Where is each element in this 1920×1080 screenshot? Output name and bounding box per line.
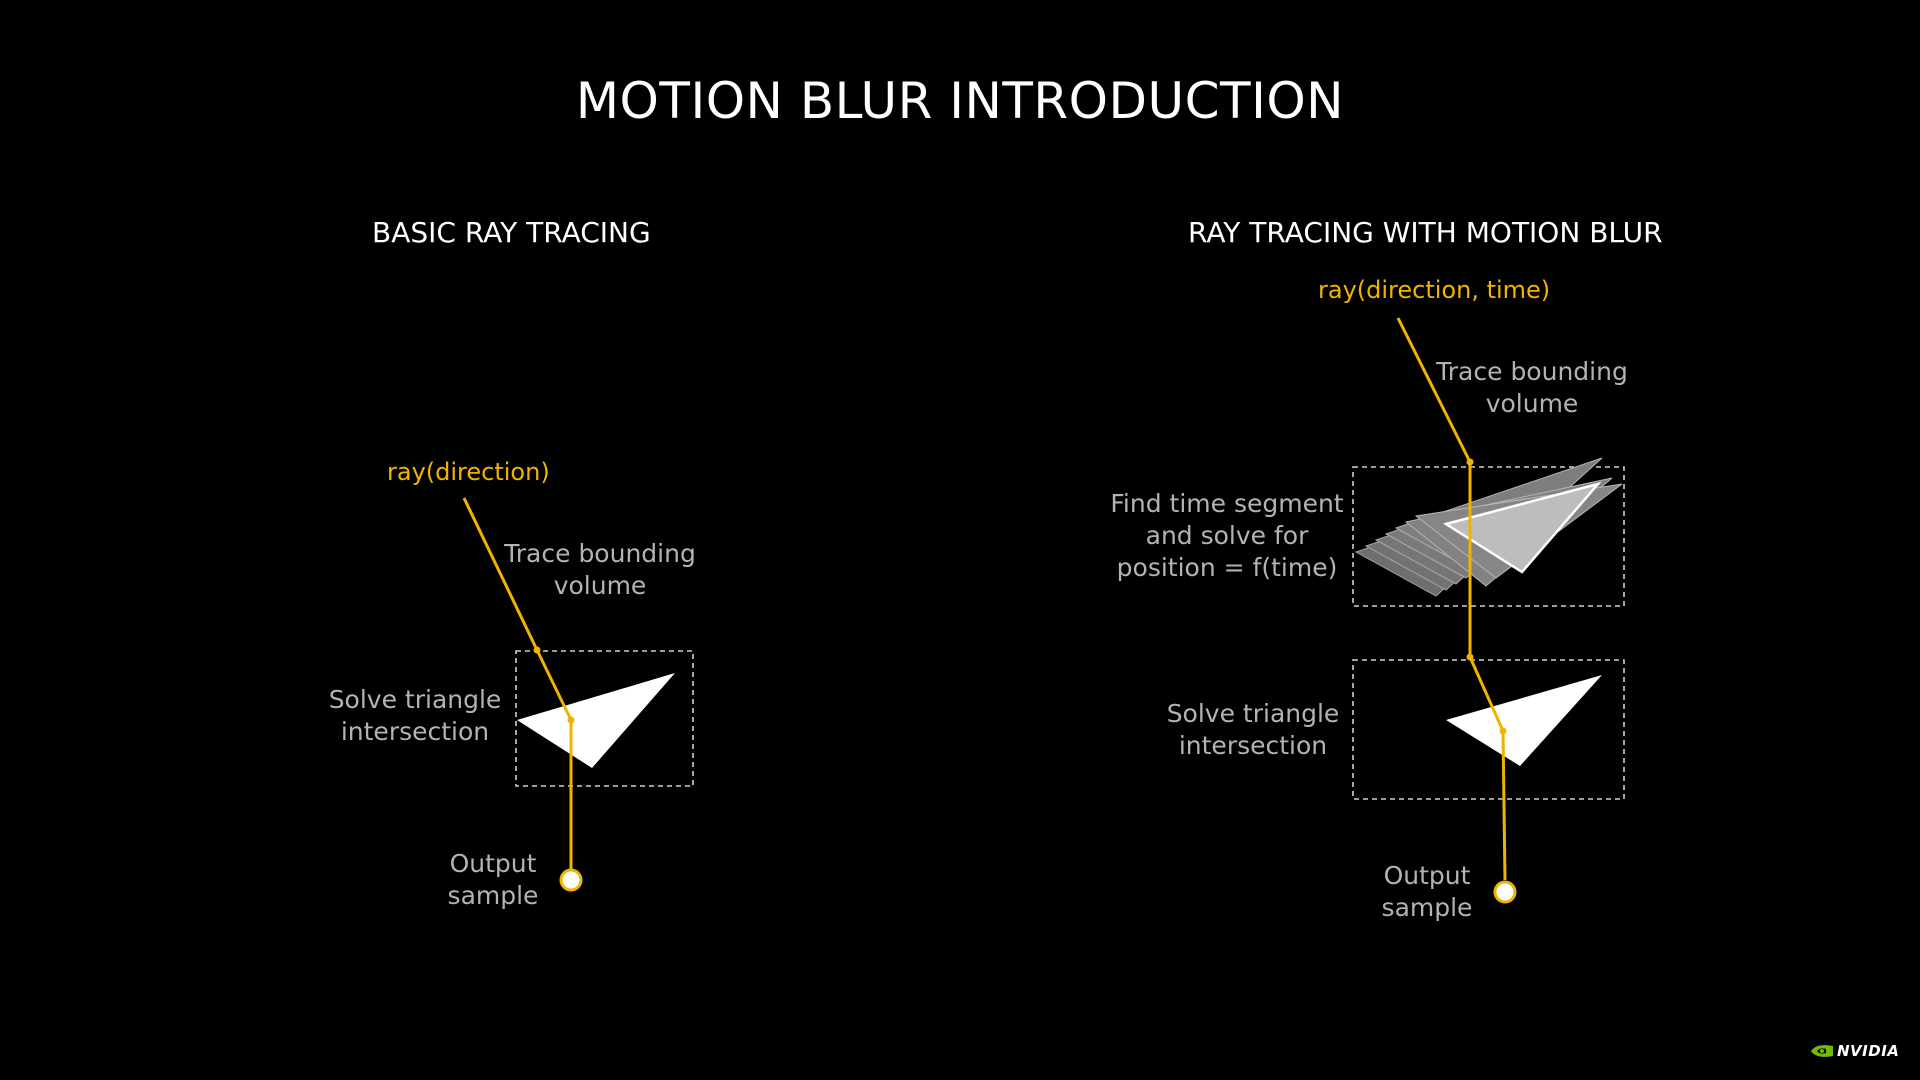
left-solve-label: Solve triangle intersection	[328, 685, 502, 746]
left-ray-segment-in	[462, 497, 539, 651]
right-ray-segment-in	[1396, 317, 1472, 463]
right-heading: RAY TRACING WITH MOTION BLUR	[1188, 216, 1663, 249]
left-output-sample-dot	[559, 868, 583, 892]
left-triangle	[517, 673, 675, 768]
right-upper-bounding-box	[1352, 466, 1625, 607]
right-solve-label: Solve triangle intersection	[1166, 699, 1340, 760]
slide-title: MOTION BLUR INTRODUCTION	[575, 72, 1345, 130]
right-trace-label: Trace bounding volume	[1436, 357, 1628, 418]
right-ray-label: ray(direction, time)	[1318, 276, 1551, 304]
right-output-sample-dot	[1493, 880, 1517, 904]
nvidia-logo: NVIDIA	[1810, 1042, 1899, 1060]
nvidia-eye-icon	[1811, 1045, 1833, 1057]
right-time-label: Find time segment and solve for position…	[1110, 489, 1344, 582]
left-ray-entry-dot	[533, 646, 541, 654]
right-ray-segment-box	[1468, 656, 1505, 732]
left-ray-label: ray(direction)	[387, 458, 550, 486]
right-ray-box2-dot	[1466, 653, 1474, 661]
right-lower-bounding-box	[1352, 659, 1625, 800]
right-ray-segment-out	[1501, 730, 1507, 881]
right-ray-entry-dot	[1466, 458, 1474, 466]
right-ray-hit-dot	[1499, 727, 1507, 735]
motion-blur-current-triangle	[1442, 481, 1602, 574]
left-ray-hit-dot	[567, 716, 575, 724]
left-bounding-box	[515, 650, 694, 787]
right-output-label: Output sample	[1381, 861, 1473, 922]
left-output-label: Output sample	[447, 849, 539, 910]
left-ray-segment-box	[535, 649, 573, 721]
logo-wordmark: NVIDIA	[1837, 1042, 1900, 1060]
right-triangle	[1446, 675, 1602, 766]
left-trace-label: Trace bounding volume	[504, 539, 696, 600]
motion-blur-triangle-stack	[1354, 457, 1623, 597]
left-heading: BASIC RAY TRACING	[372, 216, 651, 249]
